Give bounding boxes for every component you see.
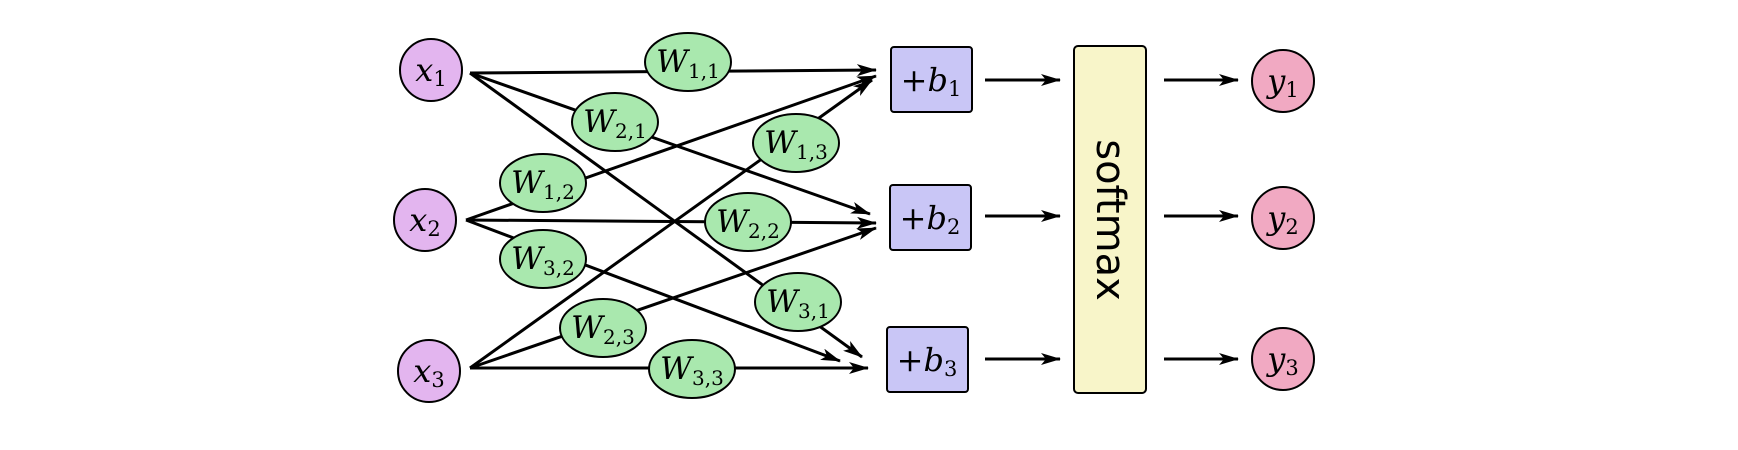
svg-text:W3,2: W3,2 (511, 241, 575, 280)
weight-node-w13: W1,3 (752, 113, 840, 173)
weight-node-w23: W2,3 (559, 298, 647, 358)
svg-text:x1: x1 (415, 51, 446, 91)
weight-subscript: 1,1 (688, 59, 720, 83)
bias-label: b (926, 199, 946, 237)
bias-node-b1: +b1 (890, 46, 973, 113)
weight-label: W (583, 104, 617, 140)
svg-text:W2,3: W2,3 (571, 310, 635, 349)
weight-node-w21: W2,1 (571, 92, 659, 152)
weight-label: W (511, 165, 545, 201)
bias-nodes: +b1 +b2 +b3 (886, 46, 973, 393)
input-label: x (409, 201, 427, 239)
input-subscript: 2 (427, 217, 440, 241)
weight-subscript: 2,2 (748, 219, 780, 243)
svg-text:+b2: +b2 (900, 199, 961, 239)
output-node-y2: y2 (1251, 186, 1315, 250)
weight-nodes: W1,1 W2,1 W1,3 W1,2 W2,2 W3,2 W3,1 W2,3 (499, 32, 842, 399)
weight-label: W (766, 284, 800, 320)
bias-plus: + (900, 199, 927, 237)
weight-subscript: 2,3 (603, 325, 635, 349)
bias-node-b2: +b2 (889, 184, 972, 251)
svg-text:W1,1: W1,1 (656, 44, 720, 83)
input-label: x (415, 51, 433, 89)
output-label: y (1265, 62, 1286, 100)
weight-subscript: 2,1 (615, 119, 647, 143)
svg-text:x3: x3 (413, 352, 444, 392)
weight-label: W (716, 204, 750, 240)
bias-plus: + (901, 61, 928, 99)
bias-subscript: 1 (948, 77, 961, 101)
output-subscript: 2 (1285, 215, 1298, 239)
weight-label: W (660, 351, 694, 387)
input-node-x2: x2 (393, 188, 457, 252)
bias-node-b3: +b3 (886, 326, 969, 393)
input-node-x3: x3 (397, 339, 461, 403)
weight-label: W (511, 241, 545, 277)
input-subscript: 1 (433, 67, 446, 91)
output-node-y1: y1 (1251, 49, 1315, 113)
input-nodes: x1 x2 x3 (393, 38, 463, 403)
svg-text:W2,1: W2,1 (583, 104, 647, 143)
bias-label: b (923, 341, 943, 379)
svg-text:+b1: +b1 (901, 61, 962, 101)
weight-subscript: 1,2 (543, 180, 575, 204)
input-label: x (413, 352, 431, 390)
weight-subscript: 3,2 (543, 256, 575, 280)
weight-label: W (656, 44, 690, 80)
svg-text:y2: y2 (1265, 199, 1298, 239)
softmax-label: softmax (1087, 139, 1133, 301)
output-label: y (1265, 340, 1286, 378)
output-node-y3: y3 (1251, 327, 1315, 391)
bias-subscript: 2 (947, 215, 960, 239)
bias-label: b (927, 61, 947, 99)
svg-text:y3: y3 (1265, 340, 1298, 380)
weight-node-w12: W1,2 (499, 153, 587, 213)
weight-node-w22: W2,2 (704, 192, 792, 252)
output-label: y (1265, 199, 1286, 237)
svg-text:y1: y1 (1265, 62, 1298, 102)
weight-subscript: 1,3 (796, 140, 828, 164)
edge-x3-b2 (469, 226, 877, 370)
weight-node-w31: W3,1 (754, 272, 842, 332)
edge-x1-b2 (469, 71, 871, 216)
edge-x2-b2 (465, 216, 877, 229)
input-node-x1: x1 (399, 38, 463, 102)
output-nodes: y1 y2 y3 (1251, 49, 1315, 391)
output-subscript: 1 (1285, 78, 1298, 102)
svg-text:W1,3: W1,3 (764, 125, 828, 164)
svg-text:+b3: +b3 (897, 341, 958, 381)
weight-node-w32: W3,2 (499, 229, 587, 289)
svg-text:W2,2: W2,2 (716, 204, 780, 243)
input-subscript: 3 (431, 368, 444, 392)
svg-text:W3,1: W3,1 (766, 284, 830, 323)
bias-plus: + (897, 341, 924, 379)
weight-label: W (764, 125, 798, 161)
softmax-block: softmax (1073, 45, 1147, 394)
svg-text:W1,2: W1,2 (511, 165, 575, 204)
weight-node-w11: W1,1 (644, 32, 732, 92)
weight-node-w33: W3,3 (648, 339, 736, 399)
weight-subscript: 3,1 (798, 299, 830, 323)
svg-text:W3,3: W3,3 (660, 351, 724, 390)
bias-subscript: 3 (944, 357, 957, 381)
weight-label: W (571, 310, 605, 346)
svg-text:x2: x2 (409, 201, 440, 241)
output-subscript: 3 (1285, 356, 1298, 380)
weight-subscript: 3,3 (692, 366, 724, 390)
